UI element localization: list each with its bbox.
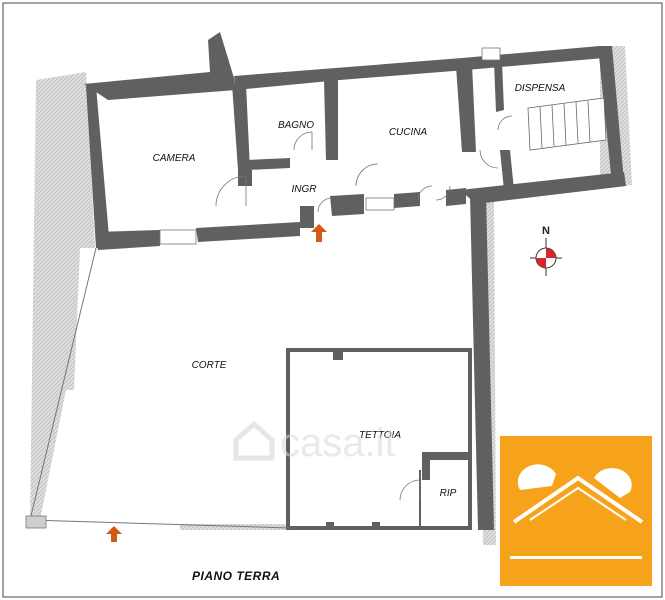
svg-text:N: N xyxy=(542,225,550,237)
exterior-hatch-right xyxy=(483,46,632,545)
exterior-hatch-bottom xyxy=(180,524,290,530)
north-compass-icon: N xyxy=(530,225,562,276)
tettoia-outline xyxy=(286,348,472,530)
exterior-hatch-left xyxy=(30,72,95,520)
entrance-arrow-icon xyxy=(311,224,327,242)
room-label-dispensa: DISPENSA xyxy=(515,83,566,94)
walls xyxy=(84,32,626,530)
stairs xyxy=(527,97,607,151)
room-label-corte: CORTE xyxy=(192,360,227,371)
windows xyxy=(159,47,501,245)
room-label-cucina: CUCINA xyxy=(389,127,428,138)
entrance-arrow-icon xyxy=(106,526,122,542)
watermark-text: casa.it xyxy=(280,421,396,465)
floor-label: PIANO TERRA xyxy=(192,569,280,583)
room-label-bagno: BAGNO xyxy=(278,120,314,131)
room-label-tettoia: TETTOIA xyxy=(359,430,401,441)
room-label-camera: CAMERA xyxy=(153,153,196,164)
room-label-rip: RIP xyxy=(440,488,457,499)
watermark: casa.it xyxy=(233,420,396,465)
house-roof-logo-icon xyxy=(500,436,652,586)
door-swings xyxy=(215,115,513,501)
room-label-ingr: INGR xyxy=(292,184,317,195)
